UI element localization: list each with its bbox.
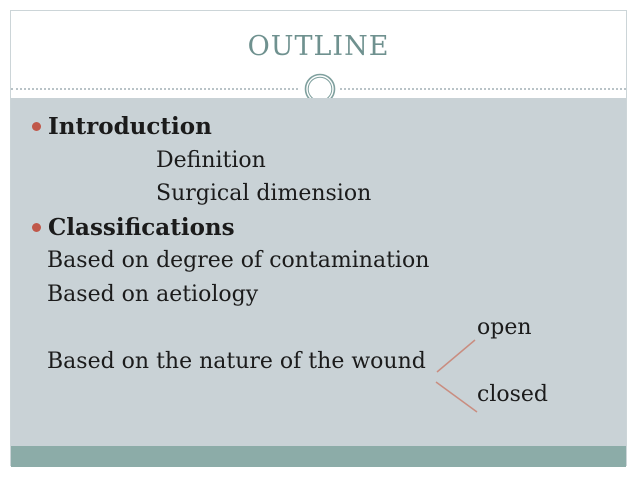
list-item-label: Classifications <box>48 213 235 241</box>
list-item-label: Based on degree of contamination <box>47 248 430 273</box>
list-item-definition: Definition <box>11 144 626 178</box>
branch-label-text: open <box>477 315 532 340</box>
list-item-aetiology: Based on aetiology <box>11 278 626 312</box>
list-item-nature-of-wound: Based on the nature of the wound <box>11 345 626 379</box>
slide: OUTLINE Introduction Definition Surgical… <box>10 10 627 467</box>
branch-label-closed: closed <box>11 378 626 412</box>
slide-body: Introduction Definition Surgical dimensi… <box>11 98 626 458</box>
list-item-label: Based on aetiology <box>47 281 259 307</box>
list-item-contamination: Based on degree of contamination <box>11 244 626 278</box>
list-item-label: Surgical dimension <box>156 181 372 206</box>
list-item-label: Based on the nature of the wound <box>47 348 426 374</box>
list-item-label: Definition <box>156 147 266 173</box>
list-item-label: Introduction <box>48 113 212 140</box>
slide-title: OUTLINE <box>247 31 390 62</box>
branch-label-text: closed <box>477 382 548 407</box>
list-item-surgical-dimension: Surgical dimension <box>11 177 626 211</box>
bullet-icon <box>32 222 41 232</box>
list-item-classifications: Classifications <box>11 211 626 245</box>
list-item-introduction: Introduction <box>11 110 626 144</box>
footer-band <box>11 446 626 467</box>
branch-label-open: open <box>11 311 626 345</box>
bullet-icon <box>32 122 41 131</box>
